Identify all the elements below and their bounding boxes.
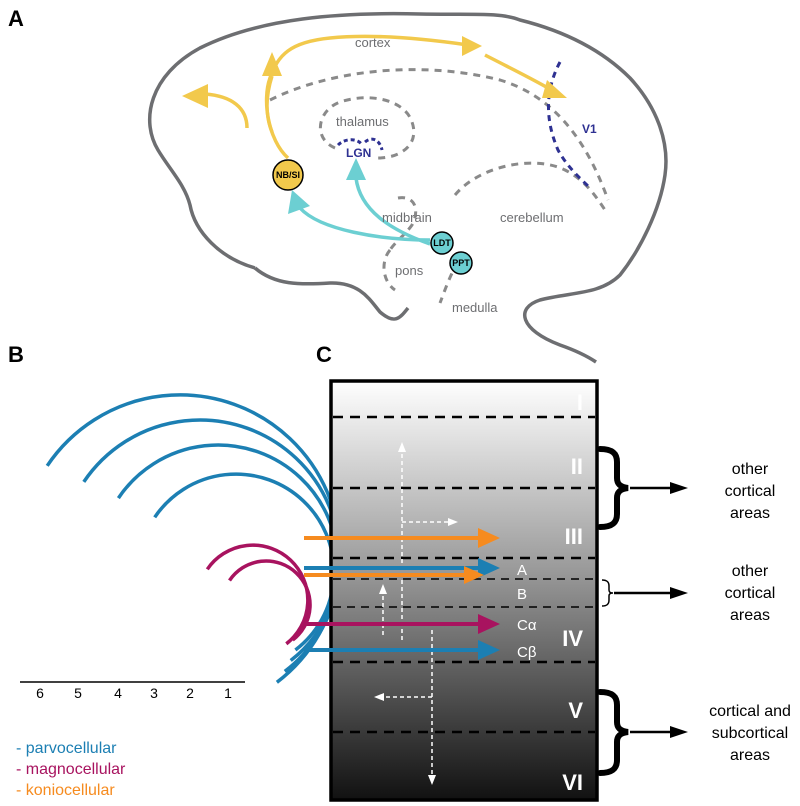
panel-b: B 6 5 4 3 2 1 - parvocellular - magnocellular… — [8, 342, 342, 799]
lgn-layer-2 — [205, 543, 310, 646]
forebrain-cholinergic-projection — [182, 34, 567, 160]
sublayer-a-label: A — [517, 562, 527, 579]
layer-iii-label: III — [565, 524, 583, 549]
lgn-layer-number-1: 1 — [224, 685, 232, 701]
lgn-layer-3 — [153, 472, 336, 652]
brace-ii-iii — [597, 446, 629, 530]
nbsi-label: NB/SI — [276, 170, 300, 180]
parvocellular-input-cbeta — [304, 640, 500, 660]
target-1-line-3: areas — [730, 505, 770, 522]
target-1-line-2: cortical — [725, 483, 776, 500]
ppt-node: PPT — [449, 251, 473, 275]
target-1-line-1: other — [732, 461, 769, 478]
brainstem-cholinergic-projection — [288, 158, 431, 246]
v1-cortical-column — [329, 379, 599, 802]
layer-v-label: V — [568, 698, 583, 723]
cortex-label: cortex — [355, 35, 391, 50]
lgn-label: LGN — [346, 146, 371, 160]
pons-label: pons — [395, 263, 424, 278]
lgn-layer-number-5: 5 — [74, 685, 82, 701]
output-arrow-3 — [630, 726, 688, 738]
brain-outline — [148, 11, 668, 364]
brace-v-vi — [597, 689, 629, 776]
target-3-line-1: cortical and — [709, 703, 791, 720]
nbsi-node: NB/SI — [272, 159, 304, 191]
intracortical-projections — [382, 450, 448, 777]
target-2-line-3: areas — [730, 607, 770, 624]
koniocellular-input-iii — [304, 528, 500, 548]
cerebellum-label: cerebellum — [500, 210, 564, 225]
midbrain-boundary — [388, 196, 418, 251]
koniocellular-input-a — [304, 566, 484, 584]
sublayer-calpha-label: Cα — [517, 617, 537, 634]
legend-parvocellular: - parvocellular — [16, 740, 117, 757]
sublayer-b-label: B — [517, 586, 527, 603]
ldt-node: LDT — [430, 231, 454, 255]
ldt-label: LDT — [433, 238, 451, 248]
cerebellum-boundary — [453, 161, 607, 211]
target-3-line-2: subcortical — [712, 725, 788, 742]
layer-ii-label: II — [571, 454, 583, 479]
brainstem-outline — [253, 266, 410, 321]
lgn-boundary — [336, 137, 384, 151]
target-2-line-2: cortical — [725, 585, 776, 602]
panel-c-label: C — [316, 342, 332, 367]
lgn-layer-number-6: 6 — [36, 685, 44, 701]
parvocellular-input-a — [304, 558, 500, 578]
lgn-layer-number-3: 3 — [150, 685, 158, 701]
v1-label: V1 — [582, 122, 597, 136]
brace-ivab — [601, 579, 614, 607]
target-other-cortical-2: other cortical areas — [725, 563, 776, 624]
lgn-layer-number-2: 2 — [186, 685, 194, 701]
medulla-label: medulla — [452, 300, 498, 315]
lgn-axis-ticks: 6 5 4 3 2 1 — [36, 685, 232, 701]
laminar-boundaries — [333, 415, 595, 734]
cortex-boundary — [269, 68, 610, 201]
panel-a: A — [8, 6, 668, 364]
target-other-cortical-1: other cortical areas — [725, 461, 776, 522]
magnocellular-input-calpha — [304, 614, 500, 634]
thalamus-boundary — [318, 96, 416, 160]
legend-koniocellular: - koniocellular — [16, 782, 115, 799]
layer-i-label: I — [577, 390, 583, 415]
layer-iv-label: IV — [562, 626, 583, 651]
output-arrow-2 — [614, 587, 688, 599]
midbrain-label: midbrain — [382, 210, 432, 225]
pons-boundary — [382, 249, 396, 292]
output-arrow-1 — [630, 482, 688, 494]
lgn-layer-number-4: 4 — [114, 685, 122, 701]
layer-vi-label: VI — [562, 770, 583, 795]
panel-a-label: A — [8, 6, 24, 31]
panel-b-label: B — [8, 342, 24, 367]
intracortical-arrowheads — [374, 442, 458, 785]
target-2-line-1: other — [732, 563, 769, 580]
thalamus-label: thalamus — [336, 114, 389, 129]
lgn-layer-4 — [116, 443, 340, 662]
lgn-layer-1 — [228, 559, 312, 642]
legend-magnocellular: - magnocellular — [16, 761, 126, 778]
panel-c: C I II III IV V VI A B Cα Cβ — [304, 342, 791, 802]
ppt-label: PPT — [452, 258, 470, 268]
target-cortical-subcortical: cortical and subcortical areas — [709, 703, 791, 764]
sublayer-cbeta-label: Cβ — [517, 644, 537, 661]
target-3-line-3: areas — [730, 747, 770, 764]
lgn-layer-arcs — [45, 393, 342, 684]
